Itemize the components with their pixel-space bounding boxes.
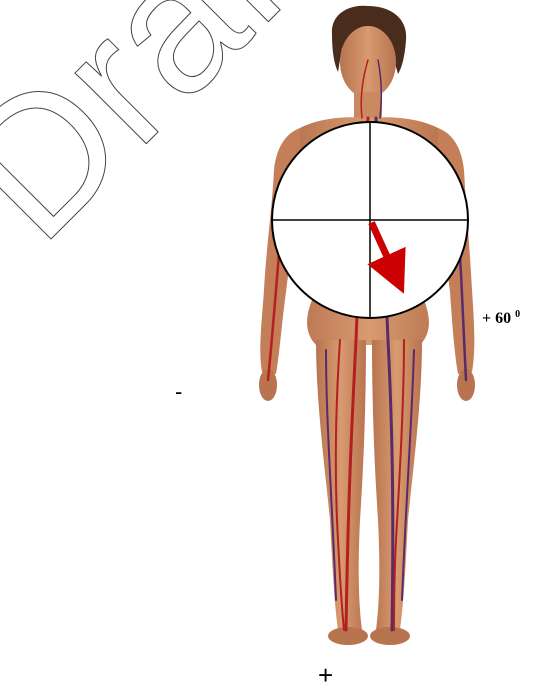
foot-left — [328, 627, 368, 645]
axis-circle-group — [272, 122, 468, 318]
neck — [354, 92, 382, 120]
angle-label: + 60 0 — [482, 309, 520, 328]
angle-unit: 0 — [515, 309, 520, 320]
negative-label: - — [175, 379, 182, 405]
foot-right — [370, 627, 410, 645]
positive-label: + — [318, 660, 333, 691]
human-figure — [259, 6, 475, 645]
leg-right — [372, 340, 422, 630]
angle-value: + 60 — [482, 310, 511, 327]
